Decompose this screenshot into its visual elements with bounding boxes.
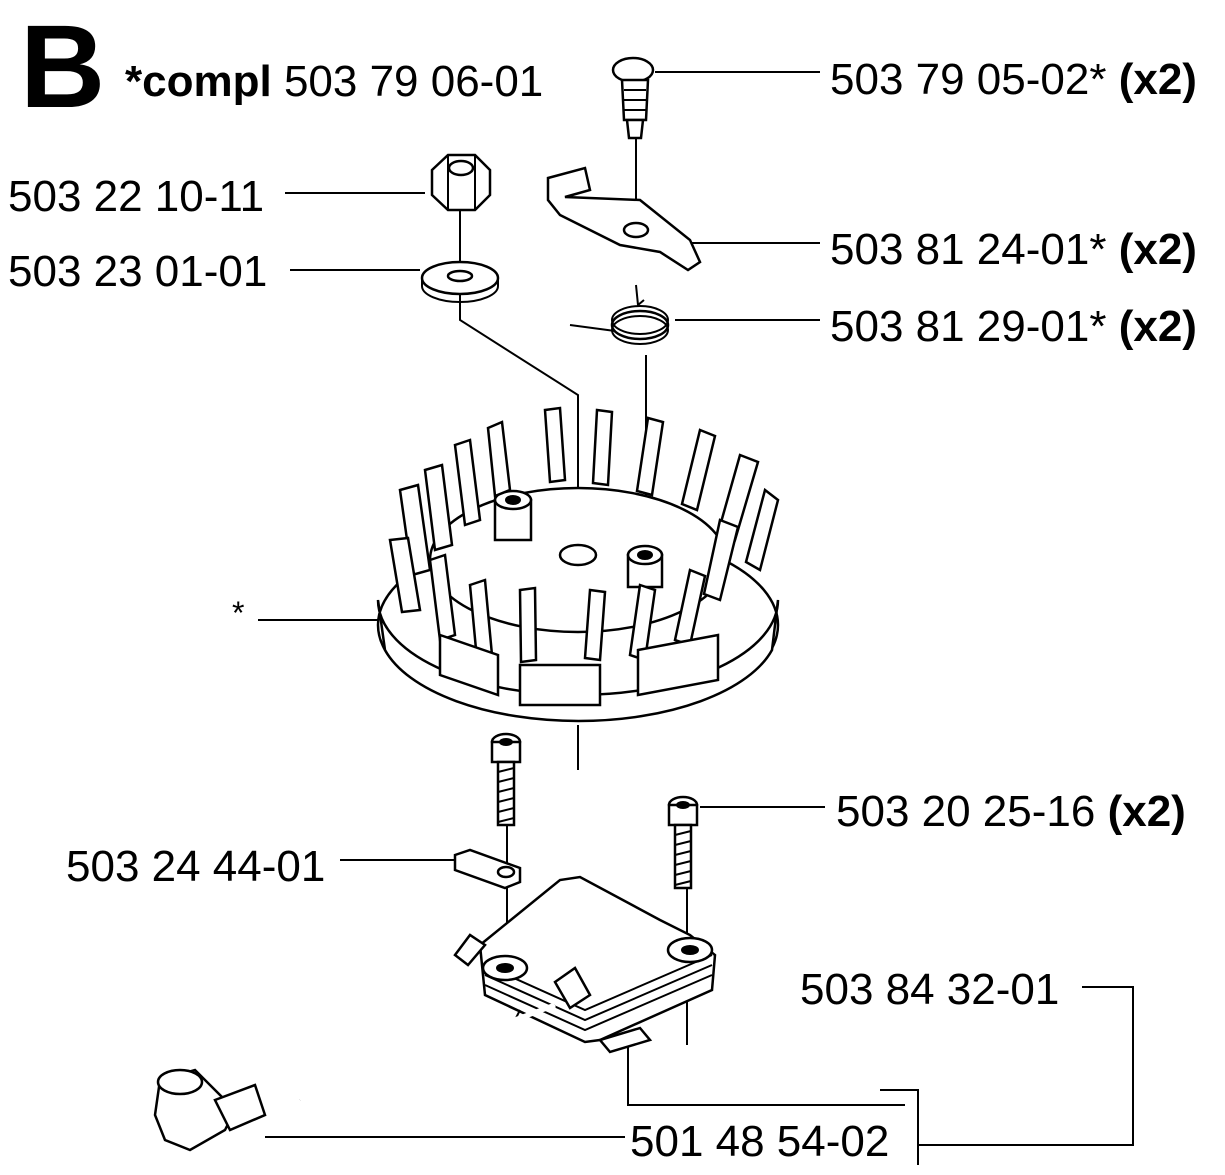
assembly-prefix: *compl xyxy=(125,57,272,106)
washer-icon xyxy=(420,260,500,303)
assembly-label: *compl 503 79 06-01 xyxy=(125,60,543,104)
leader-lines xyxy=(258,71,1134,1165)
part-label: 503 81 29-01* (x2) xyxy=(830,305,1197,349)
screw-icon xyxy=(490,732,522,827)
spark-plug-cap-icon xyxy=(153,1068,267,1152)
part-quantity: (x2) xyxy=(1118,55,1197,104)
part-label: 501 48 54-02 xyxy=(630,1120,889,1164)
ignition-lead-icon xyxy=(299,1002,556,1103)
part-number: 503 22 10-11 xyxy=(8,172,265,221)
part-label: 503 81 24-01* (x2) xyxy=(830,228,1197,272)
part-quantity: (x2) xyxy=(1118,225,1197,274)
part-number: 503 24 44-01 xyxy=(66,842,326,891)
pivot-pin-icon xyxy=(611,56,655,140)
part-number: 503 81 29-01* xyxy=(830,302,1107,351)
part-number: 503 79 05-02* xyxy=(830,55,1107,104)
ignition-module-icon xyxy=(453,875,717,1054)
part-number: 503 84 32-01 xyxy=(800,965,1060,1014)
screw-icon xyxy=(667,795,699,890)
pawl-spring-icon xyxy=(569,284,670,345)
part-quantity: (x2) xyxy=(1118,302,1197,351)
part-number: 503 81 24-01* xyxy=(830,225,1107,274)
hex-nut-icon xyxy=(430,153,492,212)
part-quantity: (x2) xyxy=(1107,787,1186,836)
starter-pawl-icon xyxy=(546,166,702,272)
assembly-number: 503 79 06-01 xyxy=(283,57,544,106)
terminal-tab-icon xyxy=(453,848,522,890)
part-label: 503 24 44-01 xyxy=(66,845,325,889)
part-label: * xyxy=(232,597,244,629)
part-label: 503 23 01-01 xyxy=(8,250,267,294)
part-number: 503 20 25-16 xyxy=(836,787,1096,836)
part-label: 503 79 05-02* (x2) xyxy=(830,58,1197,102)
flywheel-icon xyxy=(376,406,780,723)
section-letter: B xyxy=(20,1,106,133)
part-label: 503 22 10-11 xyxy=(8,175,264,219)
part-label: 503 84 32-01 xyxy=(800,968,1059,1012)
part-number: 501 48 54-02 xyxy=(630,1117,890,1166)
part-label: 503 20 25-16 (x2) xyxy=(836,790,1186,834)
part-number: 503 23 01-01 xyxy=(8,247,268,296)
part-number: * xyxy=(232,595,245,631)
